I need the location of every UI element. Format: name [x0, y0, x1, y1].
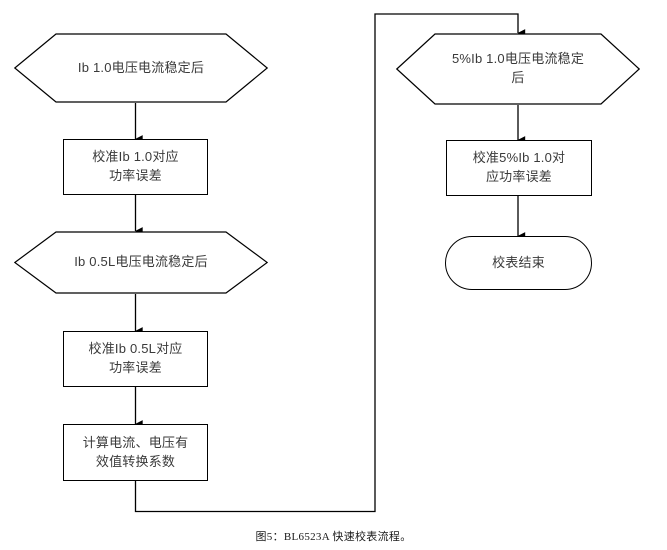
node-label: 校准Ib 0.5L对应 功率误差: [88, 341, 183, 375]
node-calc-rms[interactable]: 计算电流、电压有 效值转换系数: [63, 424, 208, 481]
node-label: 校表结束: [492, 254, 545, 270]
node-label: Ib 0.5L电压电流稳定后: [74, 254, 208, 270]
node-cal-ib05l[interactable]: 校准Ib 0.5L对应 功率误差: [63, 331, 208, 387]
node-label: 校准Ib 1.0对应 功率误差: [92, 149, 179, 183]
node-label: 计算电流、电压有 效值转换系数: [82, 434, 189, 469]
node-cal-ib5pct[interactable]: 校准5%Ib 1.0对 应功率误差: [446, 140, 592, 196]
node-end[interactable]: 校表结束: [445, 236, 592, 290]
node-ib10-stable[interactable]: Ib 1.0电压电流稳定后: [14, 33, 268, 103]
node-label: 校准5%Ib 1.0对 应功率误差: [472, 150, 566, 184]
node-ib05l-stable[interactable]: Ib 0.5L电压电流稳定后: [14, 231, 268, 294]
node-ib5pct-stable[interactable]: 5%Ib 1.0电压电流稳定 后: [396, 33, 640, 105]
node-label: Ib 1.0电压电流稳定后: [77, 59, 205, 75]
node-label: 5%Ib 1.0电压电流稳定 后: [451, 51, 585, 85]
node-cal-ib10[interactable]: 校准Ib 1.0对应 功率误差: [63, 139, 208, 195]
figure-caption: 图5：BL6523A 快速校表流程。: [255, 531, 412, 543]
